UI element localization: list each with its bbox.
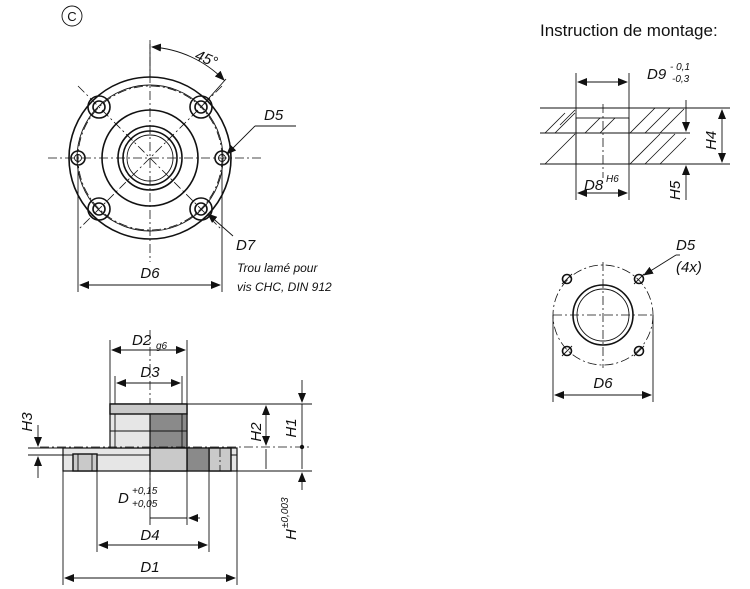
- d3-dimension: D3: [114, 364, 183, 404]
- mounting-hole: [561, 273, 573, 285]
- variant-mark-text: C: [67, 9, 76, 24]
- d7-leader: D7 Trou lamé pour vis CHC, DIN 912: [207, 213, 332, 294]
- h-label: H: [283, 529, 300, 540]
- d5-label: D5: [264, 107, 284, 124]
- mount-d5-count: (4x): [676, 259, 702, 276]
- d4-label: D4: [140, 527, 159, 544]
- h4-label: H4: [703, 131, 720, 150]
- height-dimensions: H2 H1 H ±0,003: [187, 380, 312, 540]
- d8-tol: H6: [606, 174, 619, 185]
- d9-tol-low: -0,3: [672, 74, 690, 85]
- h1-label: H1: [283, 418, 300, 437]
- h3-dimension: H3: [19, 412, 63, 478]
- d9-label: D9: [647, 66, 667, 83]
- d2-dimension: D2 g6: [109, 332, 188, 404]
- d4-dimension: D4: [96, 471, 210, 552]
- d7-note-line2: vis CHC, DIN 912: [237, 280, 332, 294]
- d3-label: D3: [140, 364, 160, 381]
- d6-label-top: D6: [140, 265, 160, 282]
- d-tol-up: +0,15: [132, 486, 158, 497]
- d6-dimension-top: D6: [77, 166, 223, 292]
- d5-leader: D5: [226, 107, 296, 155]
- mounting-hole: [633, 345, 645, 357]
- d-dimension: D +0,15 +0,05: [118, 471, 200, 525]
- mounting-hole: [633, 273, 645, 285]
- h5-label: H5: [667, 180, 684, 200]
- h2-label: H2: [248, 422, 265, 442]
- d7-note-line1: Trou lamé pour: [237, 261, 318, 275]
- d2-tol: g6: [156, 341, 168, 352]
- d2-label: D2: [132, 332, 152, 349]
- d-label: D: [118, 490, 129, 507]
- d9-tol-up: - 0,1: [670, 62, 690, 73]
- mounting-hole: [561, 345, 573, 357]
- mount-d6-label: D6: [593, 375, 613, 392]
- angle-label: 45°: [193, 47, 220, 71]
- h-tol: ±0,003: [280, 497, 291, 528]
- d8-label: D8: [584, 177, 604, 194]
- mounting-section: D9 - 0,1 -0,3 D8 H6 H4 H5: [540, 62, 730, 200]
- mounting-plan: D5 (4x) D6: [552, 237, 702, 402]
- angle-dimension: 45°: [149, 43, 227, 108]
- mount-d5-label: D5: [676, 237, 696, 254]
- d1-dimension: D1: [62, 471, 238, 585]
- flange-side-view: [40, 330, 312, 500]
- flange-top-view: [48, 40, 262, 262]
- h3-label: H3: [19, 412, 36, 432]
- variant-mark: C: [61, 5, 83, 27]
- d-tol-low: +0,05: [132, 499, 158, 510]
- mounting-title: Instruction de montage:: [540, 21, 718, 40]
- d7-label: D7: [236, 237, 256, 254]
- d1-label: D1: [140, 559, 159, 576]
